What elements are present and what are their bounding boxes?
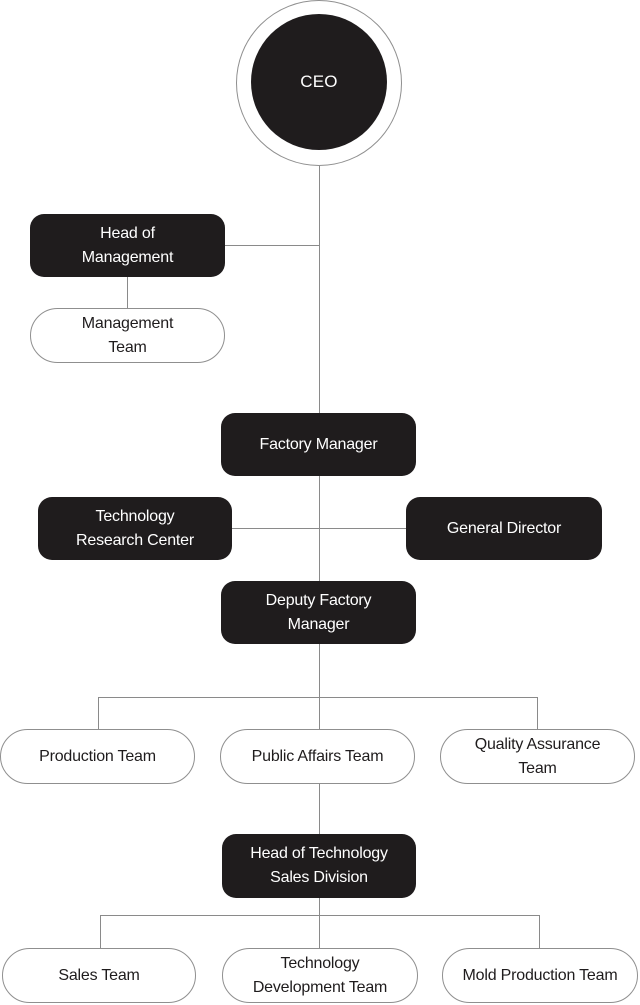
sales-team-node[interactable]: Sales Team xyxy=(2,948,196,1003)
factory-manager-node[interactable]: Factory Manager xyxy=(221,413,416,476)
connector-mold-production-team xyxy=(539,915,540,948)
head-of-management-label: Head of Management xyxy=(81,224,174,266)
connector-head-of-management xyxy=(225,245,320,246)
ceo-label: CEO xyxy=(300,72,338,91)
deputy-factory-manager-node[interactable]: Deputy Factory Manager xyxy=(221,581,416,644)
technology-research-center-label: Technology Research Center xyxy=(76,507,194,549)
factory-manager-label: Factory Manager xyxy=(259,435,378,453)
connector-sales-division-down xyxy=(319,898,320,948)
production-team-node[interactable]: Production Team xyxy=(0,729,195,784)
public-affairs-team-label: Public Affairs Team xyxy=(251,747,384,765)
management-team-node[interactable]: Management Team xyxy=(30,308,225,363)
general-director-label: General Director xyxy=(446,519,562,537)
connector-factory-side-branches xyxy=(232,528,406,529)
quality-assurance-team-label: Quality Assurance Team xyxy=(474,735,601,777)
connector-production-team xyxy=(98,697,99,729)
general-director-node[interactable]: General Director xyxy=(406,497,602,560)
mold-production-team-node[interactable]: Mold Production Team xyxy=(442,948,638,1003)
sales-team-label: Sales Team xyxy=(58,966,140,984)
mold-production-team-label: Mold Production Team xyxy=(462,966,618,984)
connector-management-team xyxy=(127,277,128,308)
connector-team-bus-2 xyxy=(100,915,540,916)
connector-deputy-down xyxy=(319,644,320,729)
management-team-label: Management Team xyxy=(81,314,174,356)
ceo-node[interactable]: CEO xyxy=(251,14,387,150)
connector-team-bus-1 xyxy=(98,697,538,698)
production-team-label: Production Team xyxy=(39,747,156,765)
head-of-technology-sales-division-node[interactable]: Head of Technology Sales Division xyxy=(222,834,416,898)
head-of-technology-sales-division-label: Head of Technology Sales Division xyxy=(250,845,388,886)
technology-development-team-label: Technology Development Team xyxy=(252,954,388,996)
public-affairs-team-node[interactable]: Public Affairs Team xyxy=(220,729,415,784)
connector-quality-assurance-team xyxy=(537,697,538,729)
connector-sales-team xyxy=(100,915,101,948)
quality-assurance-team-node[interactable]: Quality Assurance Team xyxy=(440,729,635,784)
technology-development-team-node[interactable]: Technology Development Team xyxy=(222,948,418,1003)
technology-research-center-node[interactable]: Technology Research Center xyxy=(38,497,232,560)
connector-public-affairs-to-sales-division xyxy=(319,782,320,834)
connector-main-trunk xyxy=(319,166,320,413)
deputy-factory-manager-label: Deputy Factory Manager xyxy=(265,591,372,633)
head-of-management-node[interactable]: Head of Management xyxy=(30,214,225,277)
